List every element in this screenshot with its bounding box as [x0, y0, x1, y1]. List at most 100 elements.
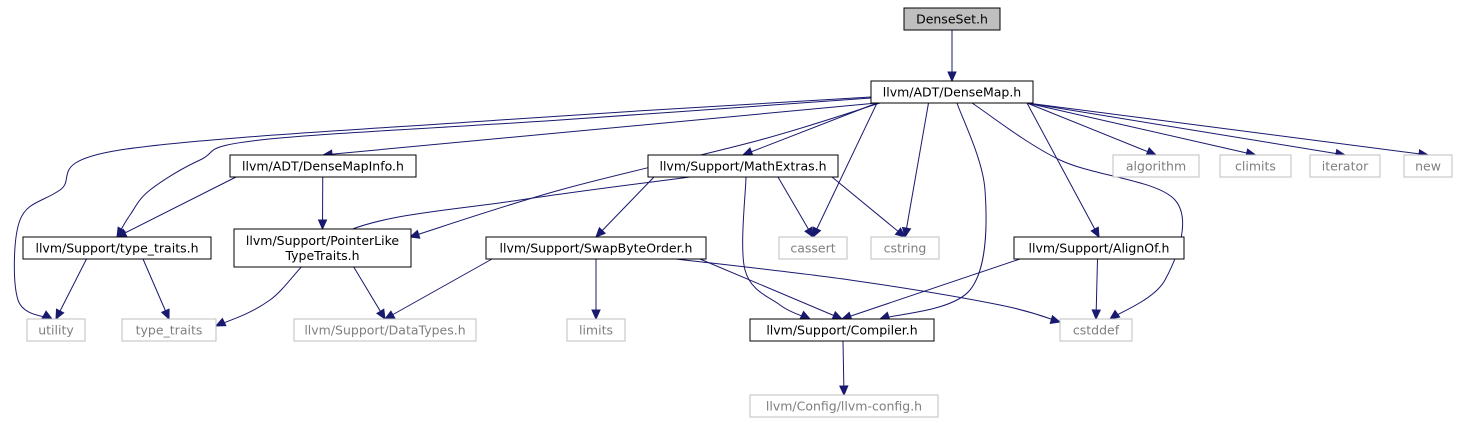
- edge-compiler-to-llvmconfig-arrowhead: [839, 385, 849, 397]
- node-datatypes-label: llvm/Support/DataTypes.h: [304, 323, 465, 338]
- edge-densemap-to-utility: [13, 96, 872, 320]
- edge-densemap-to-climits: [1026, 102, 1256, 156]
- edge-typetraits_h-to-type_traits: [142, 258, 170, 320]
- edge-swapbyteorder-to-compiler: [699, 258, 843, 320]
- node-mathextras-label: llvm/Support/MathExtras.h: [659, 159, 826, 174]
- node-cstring-label: cstring: [884, 241, 927, 256]
- node-type_traits: type_traits: [121, 318, 217, 342]
- edge-densemap-to-typetraits_h: [116, 97, 872, 238]
- edge-densemap-to-utility-arrowhead: [41, 310, 54, 320]
- node-pointerlike-label: TypeTraits.h: [284, 248, 359, 263]
- edge-densemap-to-densemapinfo: [322, 102, 878, 156]
- edge-mathextras-to-compiler: [742, 176, 811, 320]
- nodes-layer: DenseSet.h llvm/ADT/DenseMap.h llvm/ADT/De…: [22, 7, 1453, 418]
- node-llvmconfig-box: [749, 394, 939, 418]
- edge-alignof-to-compiler: [841, 258, 1021, 320]
- edge-mathextras-to-cstring: [831, 176, 906, 238]
- node-swapbyteorder-box: [485, 236, 707, 260]
- node-utility: utility: [26, 318, 86, 342]
- node-densemap-box: [870, 80, 1034, 104]
- edge-densemap-to-cassert-arrowhead: [812, 226, 822, 239]
- node-limits-box: [566, 318, 626, 342]
- node-pointerlike-label: llvm/Support/PointerLike: [246, 233, 399, 248]
- node-compiler-label: llvm/Support/Compiler.h: [766, 323, 917, 338]
- node-limits: limits: [566, 318, 626, 342]
- edge-mathextras-to-cassert: [777, 176, 814, 238]
- node-utility-box: [26, 318, 86, 342]
- node-utility-label: utility: [38, 323, 74, 338]
- edge-typetraits_h-to-utility-arrowhead: [55, 308, 65, 321]
- edge-swapbyteorder-to-compiler-arrowhead: [831, 310, 844, 320]
- node-densemap[interactable]: llvm/ADT/DenseMap.h: [870, 80, 1034, 104]
- node-cstddef-box: [1059, 318, 1133, 342]
- node-mathextras[interactable]: llvm/Support/MathExtras.h: [647, 154, 839, 178]
- edge-densemap-to-mathextras-arrowhead: [741, 147, 754, 157]
- node-new-box: [1403, 154, 1453, 178]
- node-swapbyteorder[interactable]: llvm/Support/SwapByteOrder.h: [485, 236, 707, 260]
- node-denseset-box: [903, 7, 1001, 31]
- edge-densemap-to-algorithm-arrowhead: [1145, 147, 1158, 156]
- edge-typetraits_h-to-utility: [55, 258, 87, 320]
- node-denseset: DenseSet.h: [903, 7, 1001, 31]
- edge-mathextras-to-compiler-arrowhead: [799, 310, 812, 320]
- node-algorithm-box: [1112, 154, 1200, 178]
- node-type_traits-box: [121, 318, 217, 342]
- node-climits-box: [1219, 154, 1292, 178]
- node-pointerlike-box: [233, 228, 412, 268]
- node-cstring: cstring: [870, 236, 940, 260]
- node-algorithm: algorithm: [1112, 154, 1200, 178]
- edge-densemap-to-algorithm: [1026, 102, 1157, 156]
- node-new: new: [1403, 154, 1453, 178]
- edge-mathextras-to-cassert-arrowhead: [804, 226, 814, 239]
- edge-swapbyteorder-to-datatypes-arrowhead: [383, 310, 396, 320]
- edge-densemap-to-iterator: [1026, 102, 1346, 156]
- node-densemap-label: llvm/ADT/DenseMap.h: [883, 85, 1021, 100]
- edge-densemap-to-pointerlike-arrowhead: [408, 229, 421, 239]
- node-datatypes: llvm/Support/DataTypes.h: [293, 318, 477, 342]
- edge-densemap-to-cstddef: [971, 102, 1184, 320]
- edge-alignof-to-cstddef: [1095, 258, 1098, 320]
- node-compiler-box: [749, 318, 935, 342]
- edge-densemap-to-new: [1026, 102, 1429, 156]
- node-llvmconfig: llvm/Config/llvm-config.h: [749, 394, 939, 418]
- node-alignof[interactable]: llvm/Support/AlignOf.h: [1013, 236, 1185, 260]
- node-cstddef: cstddef: [1059, 318, 1133, 342]
- node-alignof-box: [1013, 236, 1185, 260]
- edge-alignof-to-cstddef-arrowhead: [1091, 309, 1102, 321]
- node-iterator-box: [1309, 154, 1381, 178]
- node-compiler[interactable]: llvm/Support/Compiler.h: [749, 318, 935, 342]
- edge-pointerlike-to-datatypes-arrowhead: [376, 308, 386, 321]
- edge-densemap-to-cstring-arrowhead: [901, 226, 912, 239]
- node-cassert-label: cassert: [790, 241, 835, 256]
- node-typetraits_h[interactable]: llvm/Support/type_traits.h: [22, 236, 212, 260]
- node-typetraits_h-box: [22, 236, 212, 260]
- node-iterator-label: iterator: [1322, 159, 1369, 174]
- node-cstring-box: [870, 236, 940, 260]
- edge-typetraits_h-to-type_traits-arrowhead: [160, 308, 170, 321]
- edge-densemapinfo-to-pointerlike-arrowhead: [317, 219, 328, 231]
- node-denseset-label: DenseSet.h: [916, 12, 988, 27]
- edge-swapbyteorder-to-limits-arrowhead: [591, 309, 601, 321]
- node-cstddef-label: cstddef: [1073, 323, 1120, 338]
- node-densemapinfo[interactable]: llvm/ADT/DenseMapInfo.h: [229, 154, 417, 178]
- node-typetraits_h-label: llvm/Support/type_traits.h: [35, 241, 198, 256]
- node-llvmconfig-label: llvm/Config/llvm-config.h: [766, 399, 922, 414]
- node-algorithm-label: algorithm: [1126, 159, 1186, 174]
- edge-mathextras-to-swapbyteorder: [595, 176, 655, 238]
- edge-densemap-to-alignof-arrowhead: [1090, 226, 1100, 239]
- edge-densemap-to-compiler: [879, 102, 987, 320]
- edge-swapbyteorder-to-datatypes: [384, 258, 493, 320]
- node-alignof-label: llvm/Support/AlignOf.h: [1029, 241, 1170, 256]
- edge-swapbyteorder-to-cstddef: [675, 258, 1061, 323]
- node-climits: climits: [1219, 154, 1292, 178]
- node-iterator: iterator: [1309, 154, 1381, 178]
- node-new-label: new: [1415, 159, 1441, 174]
- node-cassert-box: [778, 236, 848, 260]
- edge-mathextras-to-type_traits-arrowhead: [214, 317, 227, 327]
- node-densemapinfo-box: [229, 154, 417, 178]
- edge-densemap-to-cstring: [904, 102, 929, 238]
- node-densemapinfo-label: llvm/ADT/DenseMapInfo.h: [242, 159, 404, 174]
- node-datatypes-box: [293, 318, 477, 342]
